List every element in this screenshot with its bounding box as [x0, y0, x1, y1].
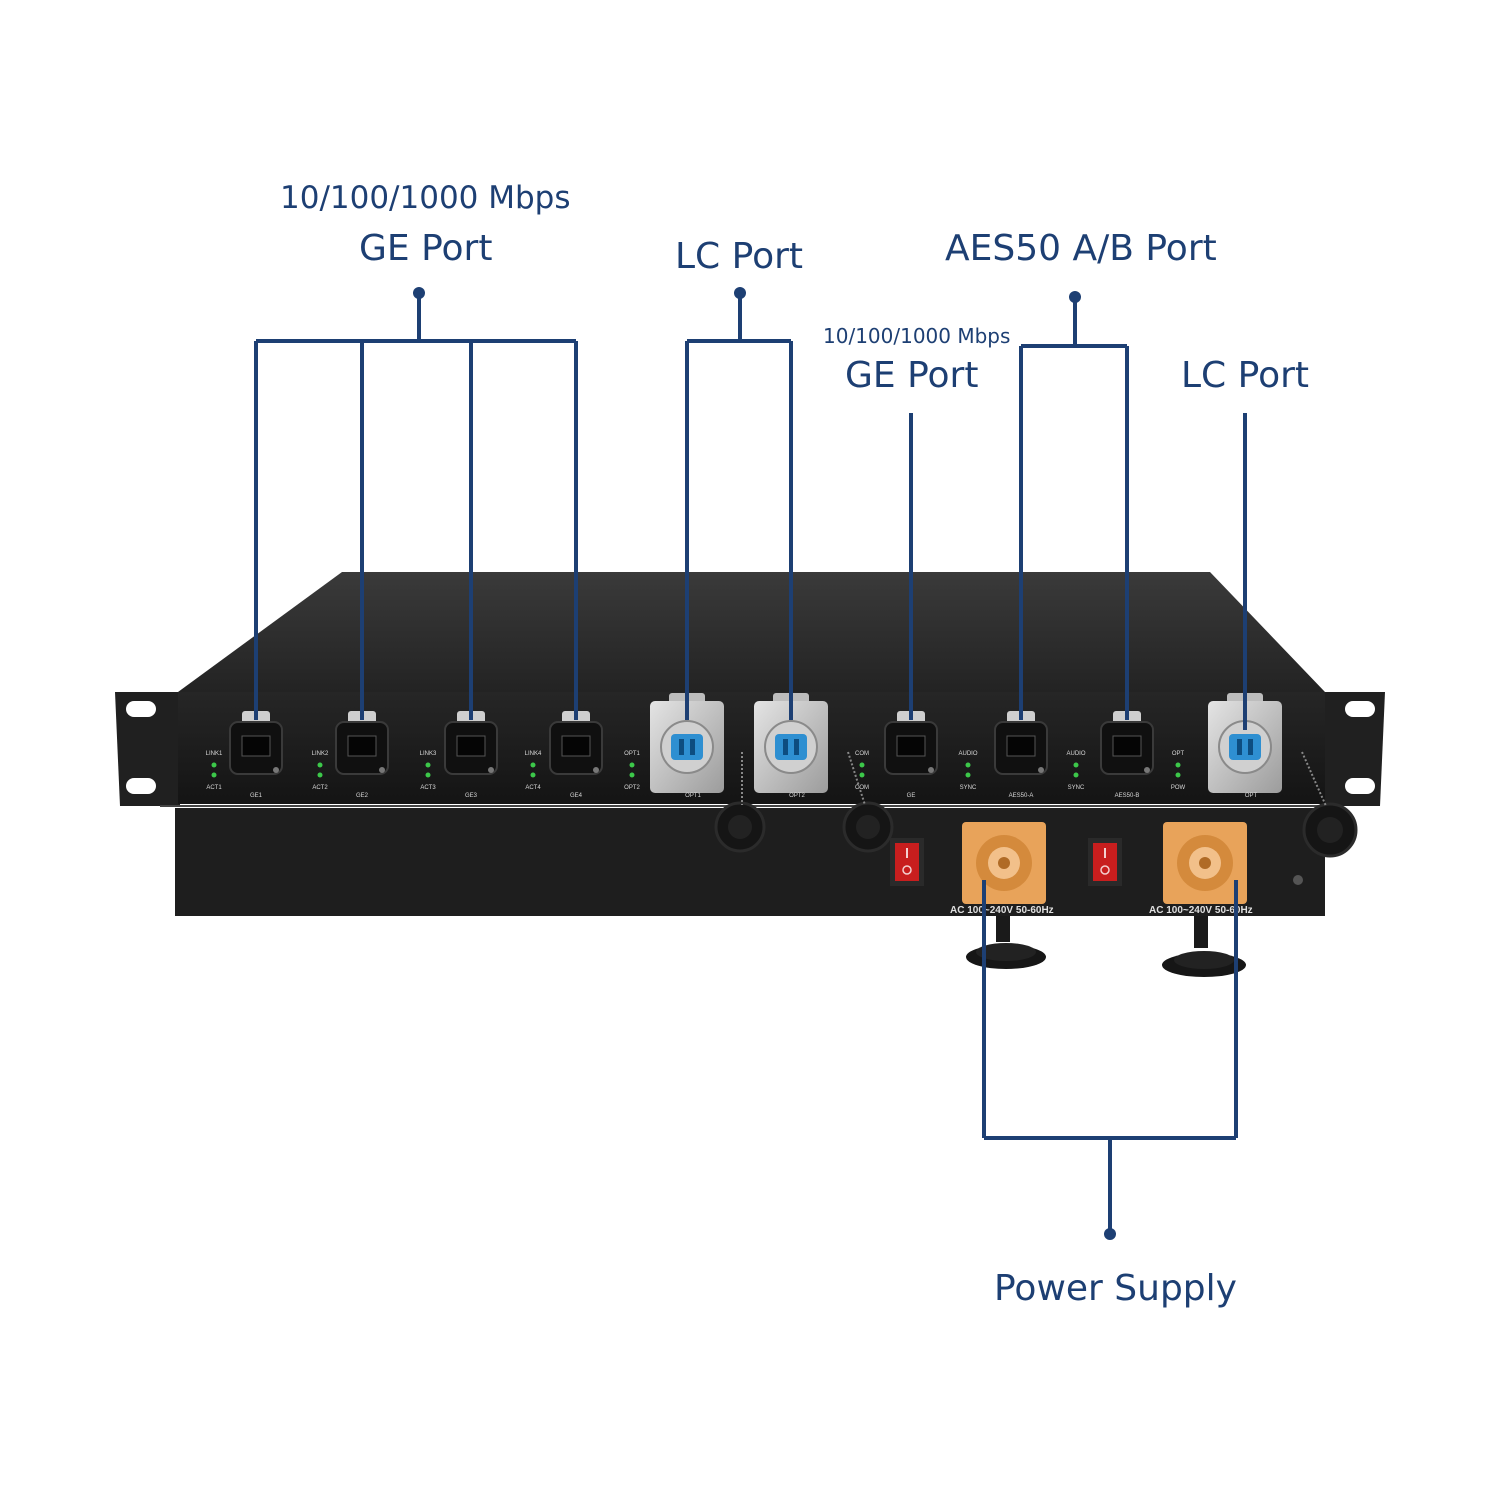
- power-supply-label: Power Supply: [994, 1268, 1237, 1309]
- port-label: GE4: [570, 793, 583, 799]
- lc-fiber-icon[interactable]: [650, 693, 724, 793]
- lc-group-title-label: LC Port: [675, 236, 804, 277]
- lc-fiber-icon[interactable]: [754, 693, 828, 793]
- port-label: GE3: [465, 793, 478, 799]
- dust-cap-icon: [966, 916, 1046, 969]
- callout-ge-group: [254, 293, 578, 720]
- lc-fiber-icon[interactable]: [1208, 693, 1282, 793]
- callout-aes50: [1019, 297, 1129, 720]
- chassis-top: [178, 572, 1325, 692]
- svg-text:ACT4: ACT4: [525, 785, 541, 791]
- rack-ear-left: [115, 692, 180, 806]
- callout-dot: [1104, 1228, 1116, 1240]
- rack-ear-right: [1320, 692, 1385, 806]
- port-label: OPT1: [685, 793, 701, 799]
- port-label: OPT: [1245, 793, 1258, 799]
- ethercon-rj45-icon[interactable]: [229, 711, 283, 775]
- ground-screw: [1293, 875, 1303, 885]
- callout-lc-group: [685, 293, 793, 720]
- svg-text:LINK1: LINK1: [206, 751, 223, 757]
- ge-group-speed-label: 10/100/1000 Mbps: [280, 180, 571, 216]
- svg-text:ACT1: ACT1: [206, 785, 222, 791]
- powercon-icon: [962, 822, 1046, 904]
- status-led-group: COM COM: [855, 751, 869, 791]
- dust-cap-icon: [1162, 916, 1246, 977]
- ge-single-speed-label: 10/100/1000 Mbps: [823, 324, 1011, 348]
- svg-text:LINK4: LINK4: [525, 751, 542, 757]
- status-led-group: OPT POW: [1171, 751, 1186, 791]
- lc-single-title-label: LC Port: [1181, 355, 1310, 396]
- port-label: GE1: [250, 793, 263, 799]
- power-rating-a: AC 100~240V 50-60Hz: [950, 905, 1054, 916]
- dust-cap-icon: [842, 801, 894, 853]
- svg-text:ACT3: ACT3: [420, 785, 436, 791]
- port-label: GE: [907, 793, 916, 799]
- svg-text:AUDIO: AUDIO: [1066, 751, 1085, 757]
- port-label: AES50-B: [1115, 793, 1140, 799]
- port-label: GE2: [356, 793, 369, 799]
- rack-slot-right-top: [1345, 701, 1375, 717]
- dust-cap-chain: [847, 751, 866, 806]
- ge-single-title-label: GE Port: [845, 355, 979, 396]
- svg-text:SYNC: SYNC: [960, 785, 977, 791]
- port-label: AES50-A: [1009, 793, 1034, 799]
- power-rating-b: AC 100~240V 50-60Hz: [1149, 905, 1253, 916]
- svg-text:AUDIO: AUDIO: [958, 751, 977, 757]
- ethercon-rj45-icon[interactable]: [444, 711, 498, 775]
- ethercon-rj45-icon[interactable]: [549, 711, 603, 775]
- status-led-group: AUDIO SYNC: [958, 751, 977, 791]
- dust-cap-icon: [1302, 802, 1358, 858]
- svg-text:OPT: OPT: [1172, 751, 1185, 757]
- svg-text:COM: COM: [855, 785, 869, 791]
- powercon-icon: [1163, 822, 1247, 904]
- ge-group-title-label: GE Port: [359, 228, 493, 269]
- rack-slot-left-bottom: [126, 778, 156, 794]
- svg-text:POW: POW: [1171, 785, 1186, 791]
- rocker-switch-icon[interactable]: [1088, 838, 1122, 886]
- ethercon-rj45-icon[interactable]: [335, 711, 389, 775]
- ethercon-rj45-icon[interactable]: [1100, 711, 1154, 775]
- dust-cap-chain: [1301, 751, 1327, 807]
- svg-text:COM: COM: [855, 751, 869, 757]
- rack-slot-right-bottom: [1345, 778, 1375, 794]
- svg-text:ACT2: ACT2: [312, 785, 328, 791]
- port-label: OPT2: [789, 793, 805, 799]
- rack-slot-left-top: [126, 701, 156, 717]
- rocker-switch-icon[interactable]: [890, 838, 924, 886]
- callout-power: [982, 880, 1238, 1233]
- svg-text:LINK3: LINK3: [420, 751, 437, 757]
- aes50-title-label: AES50 A/B Port: [945, 228, 1217, 269]
- svg-text:SYNC: SYNC: [1068, 785, 1085, 791]
- svg-text:OPT1: OPT1: [624, 751, 640, 757]
- svg-text:LINK2: LINK2: [312, 751, 329, 757]
- svg-text:OPT2: OPT2: [624, 785, 640, 791]
- status-led-group: AUDIO SYNC: [1066, 751, 1085, 791]
- ethercon-rj45-icon[interactable]: [994, 711, 1048, 775]
- dust-cap-icon: [714, 801, 766, 853]
